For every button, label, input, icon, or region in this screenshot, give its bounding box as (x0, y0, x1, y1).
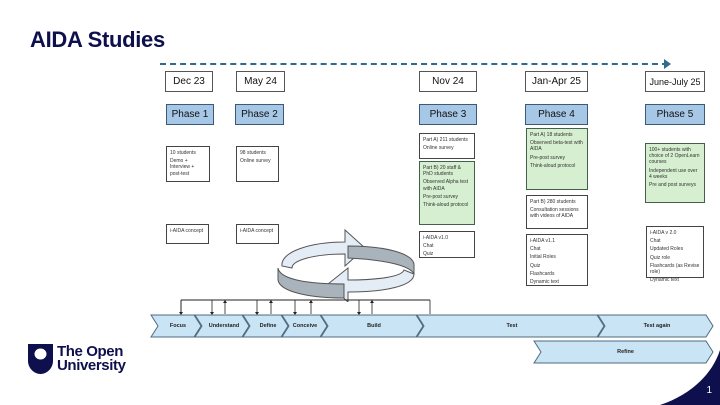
phase-4-tool-note: i-AIDA v1.1 Chat Initial Roles Quiz Flas… (526, 234, 588, 286)
date-phase-4: Jan-Apr 25 (525, 71, 588, 92)
chevron-focus (150, 314, 202, 338)
page-number: 1 (706, 385, 712, 396)
note-line: 98 students (240, 150, 266, 156)
phase-2-study-note: 98 students Online survey (236, 146, 279, 182)
open-university-logo: The Open University (28, 344, 126, 374)
feedback-arrows (211, 300, 431, 314)
phase-4-label: Phase 4 (525, 104, 588, 125)
phase-4-study-b-note: Part B) 280 students Consultation sessio… (526, 195, 588, 229)
step-test-again: Test again (643, 323, 671, 329)
chevron-refine (533, 340, 714, 364)
chevron-build (320, 314, 424, 338)
chevron-test (416, 314, 605, 338)
chevron-define (242, 314, 289, 338)
note-line: Dynamic text (530, 279, 559, 286)
phase-1-study-note: 10 students Demo + Interview + post-test (166, 146, 210, 182)
note-line: i-AIDA v 2.0 (650, 230, 677, 236)
note-line: Dynamic text (650, 277, 679, 284)
note-line: Online survey (240, 158, 271, 165)
note-line: Chat (650, 238, 661, 245)
slide-title: AIDA Studies (30, 27, 165, 52)
logo-line-1: The Open (57, 343, 123, 360)
chevron-understand (194, 314, 250, 338)
step-build: Build (367, 323, 381, 329)
note-line: Quiz (423, 251, 434, 258)
step-understand: Understand (208, 323, 240, 329)
step-refine: Refine (617, 349, 634, 355)
date-phase-2: May 24 (236, 71, 285, 92)
iteration-cycle-icon (277, 228, 415, 302)
phase-5-tool-note: i-AIDA v 2.0 Chat Updated Roles Quiz rol… (646, 226, 704, 283)
note-line: Observed beta-test with AIDA (530, 140, 583, 153)
note-line: Chat (423, 243, 434, 250)
note-line: 100+ students with choice of 2 OpenLearn… (649, 147, 700, 166)
timeline-arrowhead-icon (664, 59, 671, 69)
phase-2-tool-note: i-AIDA concept (236, 224, 279, 244)
note-line: Initial Roles (530, 254, 556, 261)
chevron-conceive (281, 314, 328, 338)
note-line: Part B) 20 staff & PhD students (423, 165, 461, 178)
note-line: i-AIDA concept (240, 228, 274, 234)
phase-5-label: Phase 5 (645, 104, 705, 125)
note-line: i-AIDA v1.1 (530, 238, 556, 244)
note-line: Flashcards (as Revise role) (650, 262, 700, 276)
phase-3-tool-note: i-AIDA v1.0 Chat Quiz (419, 231, 475, 258)
note-line: Online survey (423, 145, 454, 152)
note-line: Part B) 280 students (530, 199, 576, 205)
phase-5-study-note: 100+ students with choice of 2 OpenLearn… (645, 143, 705, 203)
phase-2-label: Phase 2 (235, 104, 284, 125)
note-line: Quiz (530, 262, 541, 269)
phase-3-study-b-note: Part B) 20 staff & PhD students Observed… (419, 161, 475, 225)
note-line: Think-aloud protocol (530, 162, 576, 169)
note-line: Flashcards (530, 270, 555, 277)
step-focus: Focus (169, 323, 187, 329)
note-line: i-AIDA v1.0 (423, 235, 449, 241)
date-phase-1: Dec 23 (165, 71, 213, 92)
note-line: Pre and post surveys (649, 182, 696, 189)
timeline-dashed-line (160, 63, 668, 65)
note-line: Updated Roles (650, 246, 684, 253)
step-conceive: Conceive (292, 323, 318, 329)
note-line: Part A) 211 students (423, 137, 468, 143)
note-line: Pre-post survey (423, 193, 459, 200)
note-line: Observed Alpha test with AIDA (423, 179, 469, 192)
phase-4-study-a-note: Part A) 18 students Observed beta-test w… (526, 128, 588, 190)
logo-line-2: University (57, 357, 126, 374)
step-define: Define (259, 323, 277, 329)
phase-1-label: Phase 1 (166, 104, 214, 125)
note-line: Independent use over 4 weeks (649, 167, 698, 180)
chevron-test-again (597, 314, 714, 338)
note-line: Demo + Interview + post-test (170, 158, 195, 177)
feedback-arrowheads (179, 300, 374, 315)
date-phase-5: June-July 25 (645, 71, 705, 92)
note-line: Consultation sessions with videos of AID… (530, 207, 579, 220)
phase-3-study-a-note: Part A) 211 students Online survey (419, 133, 475, 159)
note-line: i-AIDA concept (170, 228, 204, 234)
note-line: Part A) 18 students (530, 132, 573, 138)
note-line: Think-aloud protocol (423, 202, 469, 209)
phase-1-tool-note: i-AIDA concept (166, 224, 209, 244)
phase-3-label: Phase 3 (419, 104, 477, 125)
note-line: 10 students (170, 150, 196, 156)
note-line: Pre-post survey (530, 154, 566, 161)
step-test: Test (506, 323, 518, 329)
date-phase-3: Nov 24 (419, 71, 477, 92)
note-line: Quiz role (650, 254, 671, 261)
note-line: Chat (530, 246, 541, 253)
ou-shield-icon (28, 344, 53, 374)
corner-decoration (660, 350, 720, 405)
